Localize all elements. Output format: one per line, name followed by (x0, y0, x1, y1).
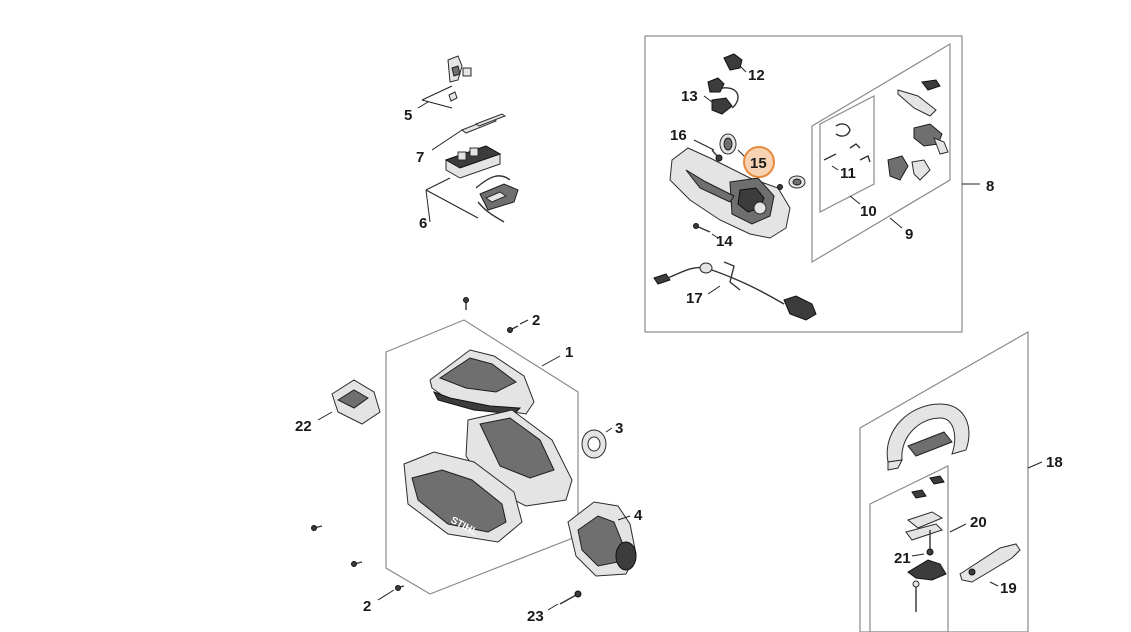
part-3-gasket[interactable] (581, 429, 607, 459)
label-14: 14 (716, 233, 733, 250)
label-18: 18 (1046, 454, 1063, 471)
label-11: 11 (840, 165, 856, 182)
label-19: 19 (1000, 580, 1017, 597)
part-17-cable[interactable] (653, 261, 817, 321)
label-23: 23 (527, 608, 544, 625)
handle-assembly (653, 42, 980, 321)
label-3: 3 (615, 420, 623, 437)
part-6-switch-block[interactable] (444, 145, 519, 223)
label-2-top: 2 (532, 312, 540, 329)
part-7-strip[interactable] (460, 113, 507, 134)
label-21: 21 (894, 550, 911, 567)
label-10: 10 (860, 203, 877, 220)
part-8-trigger[interactable] (887, 79, 949, 181)
part-15-clamp[interactable] (743, 146, 775, 178)
part-sleeve[interactable] (719, 133, 737, 155)
label-12: 12 (748, 67, 765, 84)
part-11-pins[interactable] (823, 123, 871, 163)
housing-assembly: STIHL (311, 297, 637, 611)
part-18-loop-handle[interactable] (886, 403, 970, 471)
label-17: 17 (686, 290, 703, 307)
label-16: 16 (670, 127, 687, 144)
sub-assembly-9 (811, 42, 951, 264)
part-22-cap[interactable] (331, 379, 381, 425)
label-5: 5 (404, 107, 412, 124)
label-1: 1 (565, 344, 573, 361)
label-8: 8 (986, 178, 994, 195)
part-5-lever[interactable] (447, 55, 472, 102)
label-9: 9 (905, 226, 913, 243)
part-16-screw[interactable] (711, 149, 723, 162)
part-21-bolt[interactable] (907, 530, 947, 612)
label-15[interactable]: 15 (750, 155, 767, 172)
switch-assembly (417, 55, 519, 223)
label-13: 13 (681, 88, 698, 105)
part-4-motor-flange[interactable] (567, 501, 637, 577)
handle-body[interactable] (669, 147, 791, 239)
part-14-screw[interactable] (693, 223, 711, 233)
part-2-screw-top[interactable] (463, 297, 519, 333)
part-13-harness[interactable] (707, 77, 739, 115)
part-2-screws-left[interactable] (311, 525, 405, 591)
part-clamp-ring[interactable] (777, 175, 806, 190)
label-22: 22 (295, 418, 312, 435)
label-20: 20 (970, 514, 987, 531)
label-7: 7 (416, 149, 424, 166)
loop-handle-frame (859, 330, 1029, 632)
part-19-lever[interactable] (959, 543, 1021, 583)
part-1-top-cover[interactable] (429, 349, 535, 415)
part-12-connector[interactable] (723, 53, 743, 71)
label-4: 4 (634, 507, 643, 524)
label-2-bottom: 2 (363, 598, 371, 615)
loop-handle-assembly (886, 403, 1043, 612)
part-23-screw[interactable] (559, 590, 582, 605)
part-housing-shells[interactable] (403, 409, 573, 543)
part-20-clamp[interactable] (905, 475, 945, 541)
loop-handle-subframe (869, 465, 949, 632)
label-6: 6 (419, 215, 427, 232)
